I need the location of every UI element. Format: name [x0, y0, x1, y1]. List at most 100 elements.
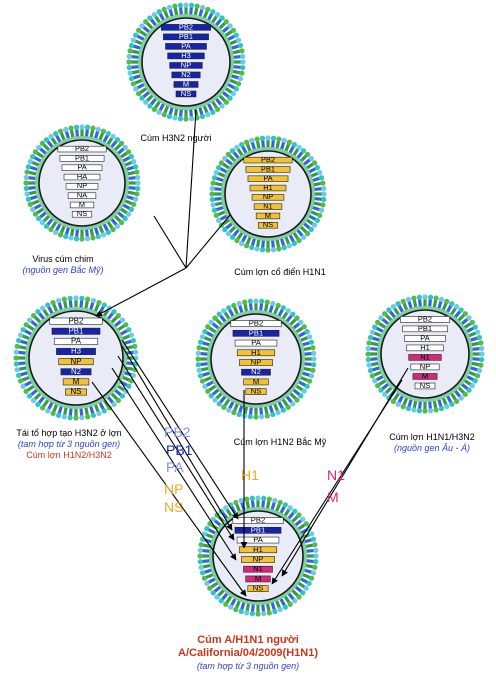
spike-tip: [296, 144, 302, 151]
spike-tip: [135, 185, 141, 192]
spike-tip: [244, 610, 250, 616]
spike-tip: [223, 19, 229, 25]
spike-tip: [208, 319, 214, 325]
segment-pb2-label: PB2: [75, 144, 89, 153]
spike-tip: [466, 315, 472, 321]
spike-tip: [369, 373, 375, 379]
spike-tip: [73, 295, 79, 301]
spike-tip: [292, 508, 298, 514]
segment-h1-bar: [236, 349, 276, 357]
segment-pa-label: PA: [181, 41, 190, 50]
spike-tip: [133, 86, 139, 92]
spike-tip: [13, 349, 19, 355]
flow-label-ns: NS: [164, 499, 184, 515]
spike-tip: [114, 137, 121, 143]
spike-tip: [132, 164, 139, 170]
spike-tip: [411, 295, 417, 301]
spike-tip: [188, 116, 195, 122]
spike-tip: [84, 124, 91, 130]
spike-tip: [212, 397, 218, 403]
spike-tip: [32, 149, 39, 155]
segment-np-label: NP: [263, 192, 273, 201]
spike-tip: [61, 296, 67, 302]
spike-tip: [223, 99, 229, 105]
spike-tip: [427, 294, 434, 300]
spike-tip: [478, 340, 484, 346]
spike-tip: [216, 401, 222, 407]
spike-tip: [229, 148, 236, 154]
spike-tip: [30, 312, 37, 319]
spike-tip: [261, 495, 267, 501]
spike-tip: [67, 415, 73, 421]
spike-tip: [227, 23, 233, 29]
segment-pb2-bar: [243, 156, 293, 164]
spike-tip: [304, 383, 310, 389]
spike-tip: [85, 414, 91, 420]
spike-tip: [233, 606, 239, 613]
segment-h1-bar: [249, 184, 287, 192]
spike-tip: [53, 229, 59, 235]
spike-tip: [378, 315, 384, 321]
segment-pb1-label: PB1: [75, 153, 89, 162]
spike-tip: [209, 196, 215, 203]
spike-tip: [280, 305, 286, 311]
segment-np-label: NP: [253, 555, 264, 564]
spike-tip: [100, 128, 107, 134]
segment-n2-label: N2: [181, 70, 191, 79]
spike-tip: [282, 502, 288, 508]
spike-tip: [139, 95, 145, 101]
spike-tip: [304, 329, 310, 335]
reassortment-line: [95, 267, 187, 317]
segment-m-label: M: [183, 79, 189, 88]
spike-tip: [118, 140, 125, 147]
spike-tip: [35, 401, 41, 407]
spike-tip: [194, 3, 200, 9]
segment-n2-bar: [171, 71, 201, 79]
spike-tip: [298, 393, 304, 399]
spike-tip: [458, 307, 464, 313]
segment-h1-label: H1: [420, 343, 430, 352]
spike-tip: [218, 598, 224, 604]
spike-tip: [15, 372, 22, 379]
spike-tip: [96, 410, 102, 417]
segment-pb1-label: PB1: [418, 324, 432, 333]
spike-tip: [282, 604, 288, 610]
spike-tip: [225, 151, 232, 158]
spike-tip: [300, 590, 306, 596]
spike-tip: [300, 516, 306, 522]
spike-tip: [230, 91, 236, 97]
spike-tip: [275, 302, 281, 309]
segment-m-label: M: [79, 200, 85, 209]
spike-tip: [296, 512, 302, 518]
spike-tip: [366, 340, 372, 346]
spike-tip: [48, 133, 54, 140]
spike-tip: [134, 191, 140, 197]
segment-pa-label: PA: [71, 337, 82, 346]
segment-m-label: M: [73, 377, 80, 386]
spike-tip: [281, 244, 287, 251]
spike-tip: [478, 362, 484, 368]
spike-tip: [264, 299, 270, 305]
segment-n1-bar: [243, 565, 273, 573]
spike-tip: [25, 164, 32, 170]
segment-n2-bar: [60, 368, 92, 376]
spike-tip: [222, 155, 228, 162]
spike-tip: [236, 411, 242, 418]
spike-tip: [111, 309, 117, 315]
caption-eurasian-source: (nguồn gen Âu - Á): [393, 443, 471, 453]
spike-tip: [15, 337, 22, 344]
spike-tip: [216, 311, 222, 317]
spike-tip: [215, 12, 221, 18]
segment-pa-bar: [53, 337, 99, 345]
spike-tip: [266, 610, 272, 616]
segment-m-bar: [412, 373, 438, 380]
spike-tip: [301, 388, 307, 394]
segment-np-bar: [65, 183, 99, 190]
spike-tip: [27, 201, 33, 208]
spike-tip: [211, 207, 218, 213]
spike-tip: [199, 113, 206, 120]
segment-pb2-label: PB2: [418, 314, 432, 323]
spike-tip: [390, 304, 396, 310]
spike-tip: [287, 505, 293, 511]
